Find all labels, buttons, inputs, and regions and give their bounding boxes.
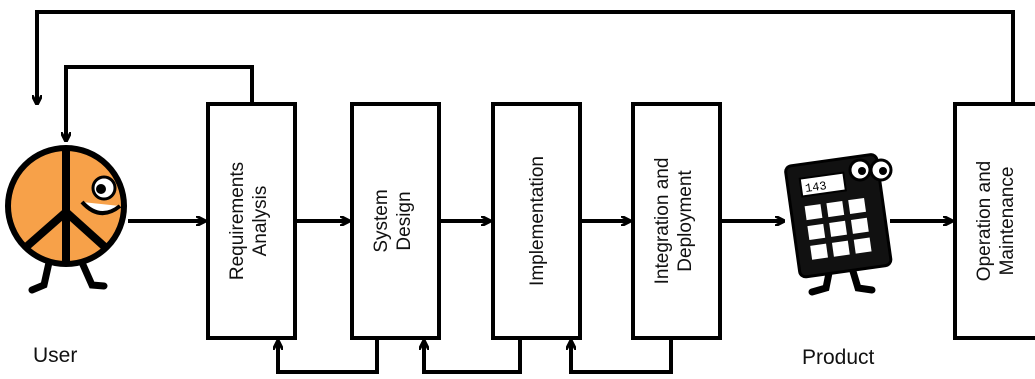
stage-label-design: Design [394, 191, 415, 250]
user-label: User [33, 344, 77, 367]
stage-label-deployment: Deployment [675, 170, 696, 272]
stage-box-implementation [491, 102, 582, 340]
feedback-arrow-operation-to-user [37, 10, 1015, 105]
stage-label-system: System [371, 189, 392, 252]
stage-label-requirements: Requirements [227, 162, 248, 280]
feedback-arrow-requirements-to-user [66, 65, 254, 140]
stage-label-operation-and: Operation and [974, 161, 995, 281]
peace-sign-character-icon [5, 145, 127, 294]
feedback-arrow-design-to-requirements [278, 338, 379, 374]
stage-label-implementation: Implementation [527, 156, 548, 286]
stage-label-integration-and: Integration and [652, 158, 673, 285]
stage-label-maintenance: Maintenance [997, 167, 1018, 276]
calculator-screen-text: 143 [804, 179, 827, 196]
calculator-character-icon: 143 [784, 153, 893, 296]
feedback-arrow-implementation-to-design [424, 338, 522, 374]
product-label: Product [802, 346, 875, 369]
feedback-arrow-integration-to-implementation [571, 338, 673, 374]
stage-label-analysis: Analysis [250, 186, 271, 257]
stage-box-system-design [350, 102, 441, 340]
stage-box-operation-maintenance [953, 102, 1035, 340]
